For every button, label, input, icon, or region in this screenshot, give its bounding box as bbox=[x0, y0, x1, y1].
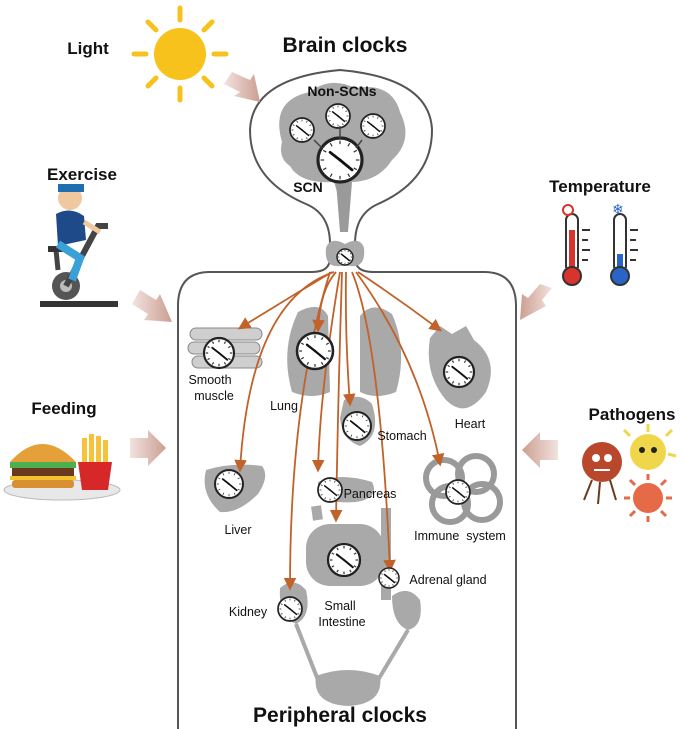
pathogen-icon bbox=[582, 424, 677, 522]
lung-clock-icon bbox=[295, 331, 335, 371]
kidney-label: Kidney bbox=[229, 605, 268, 619]
feeding-cue-arrow bbox=[130, 430, 166, 466]
adrenal-gland-label: Adrenal gland bbox=[409, 573, 486, 587]
brain-stem bbox=[336, 182, 352, 232]
small-intestine-label-line2: Intestine bbox=[318, 615, 365, 629]
non-scn-clock-middle-icon bbox=[325, 103, 351, 129]
immune-clock-icon bbox=[445, 479, 471, 505]
immune-system-label: Immune system bbox=[414, 529, 506, 543]
exercise-cue-arrow bbox=[132, 290, 172, 322]
smooth-muscle-label-line1: Smooth bbox=[188, 373, 231, 387]
lung-label: Lung bbox=[270, 399, 298, 413]
bladder-shape bbox=[315, 670, 381, 706]
feeding-label: Feeding bbox=[31, 399, 96, 418]
scn-label: SCN bbox=[293, 179, 323, 195]
small-intestine-clock-icon bbox=[326, 542, 362, 578]
lung-right-shape bbox=[360, 307, 402, 396]
kidney-clock-icon bbox=[277, 596, 303, 622]
small-intestine-label-line1: Small bbox=[324, 599, 355, 613]
non-scn-clock-left-icon bbox=[289, 117, 315, 143]
peripheral-clocks-title: Peripheral clocks bbox=[253, 704, 427, 727]
light-label: Light bbox=[67, 39, 109, 58]
svg-text:❄: ❄ bbox=[612, 202, 624, 218]
brain-clocks-title: Brain clocks bbox=[283, 34, 408, 57]
exercise-label: Exercise bbox=[47, 165, 117, 184]
sun-icon bbox=[131, 5, 229, 103]
cue-arrows bbox=[130, 72, 558, 468]
stomach-clock-icon bbox=[342, 411, 372, 441]
clock-layer bbox=[202, 103, 476, 622]
non-scn-clock-right-icon bbox=[360, 113, 386, 139]
pancreas-label: Pancreas bbox=[344, 487, 397, 501]
heart-clock-icon bbox=[442, 355, 476, 389]
exercise-bike-icon bbox=[40, 184, 118, 307]
signal-arrows bbox=[234, 271, 445, 591]
kidney-right-shape bbox=[392, 590, 421, 630]
stomach-label: Stomach bbox=[377, 429, 426, 443]
temperature-cue-arrow bbox=[520, 284, 552, 320]
non-scn-label: Non-SCNs bbox=[307, 83, 376, 99]
pathogens-cue-arrow bbox=[522, 432, 558, 468]
thermometer-icon: ❄ bbox=[562, 202, 638, 286]
heart-label: Heart bbox=[455, 417, 486, 431]
adrenal-gland-clock-icon bbox=[378, 567, 400, 589]
thyroid-clock-icon bbox=[336, 248, 354, 266]
smooth-muscle-shape bbox=[189, 327, 263, 341]
light-cue-arrow bbox=[224, 72, 260, 102]
smooth-muscle-clock-icon bbox=[202, 336, 236, 370]
smooth-muscle-label-line2: muscle bbox=[194, 389, 234, 403]
scn-clock-icon bbox=[316, 136, 364, 184]
liver-label: Liver bbox=[224, 523, 251, 537]
brain-clock-connectors bbox=[313, 126, 363, 149]
temperature-label: Temperature bbox=[549, 177, 651, 196]
pancreas-clock-icon bbox=[317, 477, 343, 503]
liver-clock-icon bbox=[214, 469, 244, 499]
pathogens-label: Pathogens bbox=[589, 405, 676, 424]
burger-fries-icon bbox=[3, 434, 121, 501]
